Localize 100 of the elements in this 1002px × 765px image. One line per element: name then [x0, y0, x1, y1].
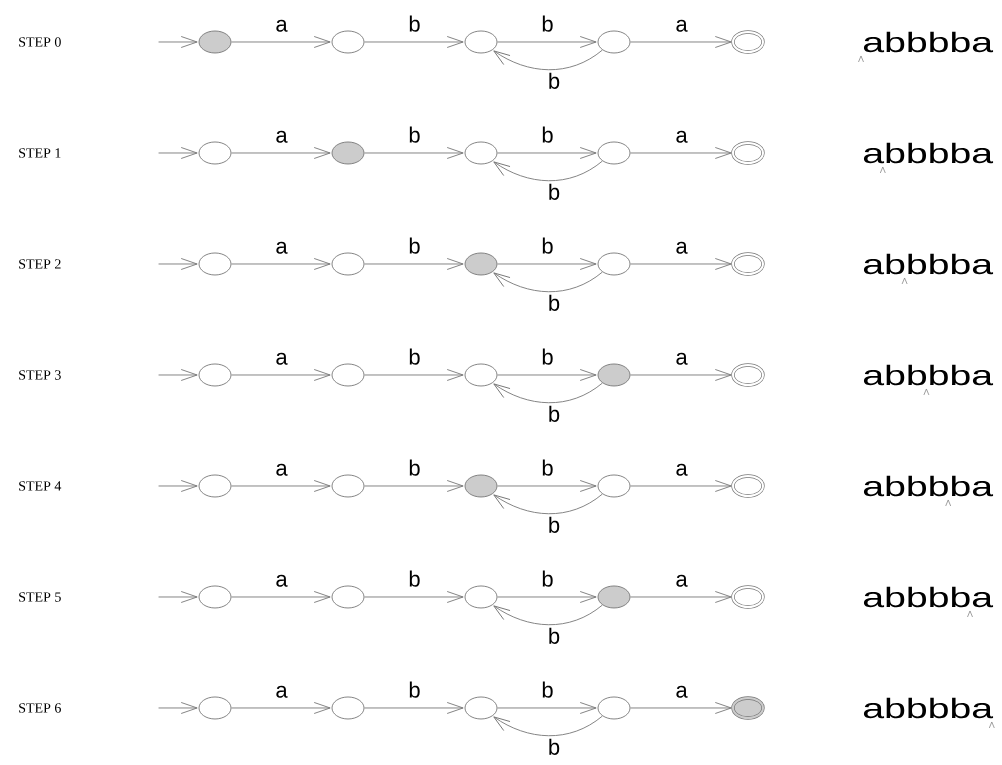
state-circle: [331, 363, 365, 387]
edge-label: a: [276, 574, 288, 587]
arrow: [158, 480, 198, 492]
edge-label: b: [409, 15, 420, 32]
arrow: [231, 147, 331, 159]
input-word: abbbba: [863, 253, 994, 275]
arrow: [364, 591, 464, 603]
arrow: [158, 258, 198, 270]
input-word: abbbba: [863, 31, 994, 53]
input-word: abbbba: [863, 475, 994, 497]
edge-label: a: [276, 19, 288, 32]
edge-label: a: [276, 352, 288, 365]
edge-label: a: [676, 463, 688, 476]
edge-label: a: [676, 352, 688, 365]
edge-label: b: [542, 15, 553, 32]
state-circle: [597, 585, 631, 609]
arrow: [630, 591, 732, 603]
arrow: [497, 702, 597, 714]
arrow: [493, 382, 603, 404]
edge-label: a: [276, 130, 288, 143]
step-label: STEP 6: [19, 703, 61, 713]
state-circle: [331, 696, 365, 720]
arrow: [231, 702, 331, 714]
arrow: [231, 258, 331, 270]
final-state-circle: [731, 252, 765, 276]
arrow: [497, 258, 597, 270]
arrow: [231, 369, 331, 381]
state-circle: [464, 141, 498, 165]
edge-label: b: [409, 681, 420, 698]
arrow: [493, 160, 603, 182]
edge-label: b: [549, 72, 560, 89]
arrow: [630, 702, 732, 714]
state-circle: [597, 141, 631, 165]
edge-label: b: [542, 348, 553, 365]
edge-label: b: [549, 516, 560, 533]
state-circle: [464, 363, 498, 387]
state-circle: [464, 696, 498, 720]
edge-label: a: [676, 574, 688, 587]
input-word: abbbba: [863, 142, 994, 164]
state-circle: [464, 585, 498, 609]
arrow: [158, 36, 198, 48]
step-label: STEP 4: [19, 481, 62, 491]
edge-label: b: [409, 348, 420, 365]
arrow: [364, 480, 464, 492]
edge-label: a: [276, 241, 288, 254]
arrow: [630, 36, 732, 48]
state-circle: [331, 585, 365, 609]
input-word: abbbba: [863, 697, 994, 719]
state-circle: [597, 474, 631, 498]
arrow: [158, 591, 198, 603]
final-state-circle: [731, 363, 765, 387]
arrow: [231, 480, 331, 492]
step-label: STEP 2: [19, 259, 61, 269]
arrow: [630, 258, 732, 270]
step-label: STEP 5: [19, 592, 61, 602]
state-circle: [464, 252, 498, 276]
edge-label: b: [542, 570, 553, 587]
arrow: [231, 36, 331, 48]
edge-label: a: [676, 19, 688, 32]
final-state-circle: [731, 30, 765, 54]
final-state-circle: [731, 141, 765, 165]
arrow: [158, 147, 198, 159]
arrow: [493, 49, 603, 71]
edge-label: b: [549, 294, 560, 311]
state-circle: [198, 696, 232, 720]
edge-label: a: [676, 685, 688, 698]
edge-label: a: [276, 463, 288, 476]
arrow: [497, 480, 597, 492]
arrow: [497, 591, 597, 603]
state-circle: [331, 474, 365, 498]
arrow: [158, 702, 198, 714]
arrow: [630, 480, 732, 492]
state-circle: [198, 252, 232, 276]
arrow: [493, 271, 603, 293]
state-circle: [597, 30, 631, 54]
edge-label: a: [676, 241, 688, 254]
state-circle: [198, 474, 232, 498]
arrow: [364, 147, 464, 159]
state-circle: [198, 363, 232, 387]
final-state-circle: [731, 474, 765, 498]
arrow: [364, 369, 464, 381]
edge-label: a: [276, 685, 288, 698]
state-circle: [597, 252, 631, 276]
state-circle: [331, 252, 365, 276]
arrow: [158, 369, 198, 381]
edge-label: b: [549, 183, 560, 200]
state-circle: [464, 474, 498, 498]
arrow: [364, 36, 464, 48]
edge-label: b: [409, 237, 420, 254]
arrow: [497, 369, 597, 381]
input-word: abbbba: [863, 364, 994, 386]
state-circle: [331, 141, 365, 165]
edge-label: b: [549, 405, 560, 422]
state-circle: [597, 363, 631, 387]
arrow: [630, 147, 732, 159]
arrow: [493, 715, 603, 737]
final-state-circle: [731, 585, 765, 609]
edge-label: b: [549, 627, 560, 644]
step-label: STEP 1: [19, 148, 61, 158]
edge-label: b: [549, 738, 560, 755]
